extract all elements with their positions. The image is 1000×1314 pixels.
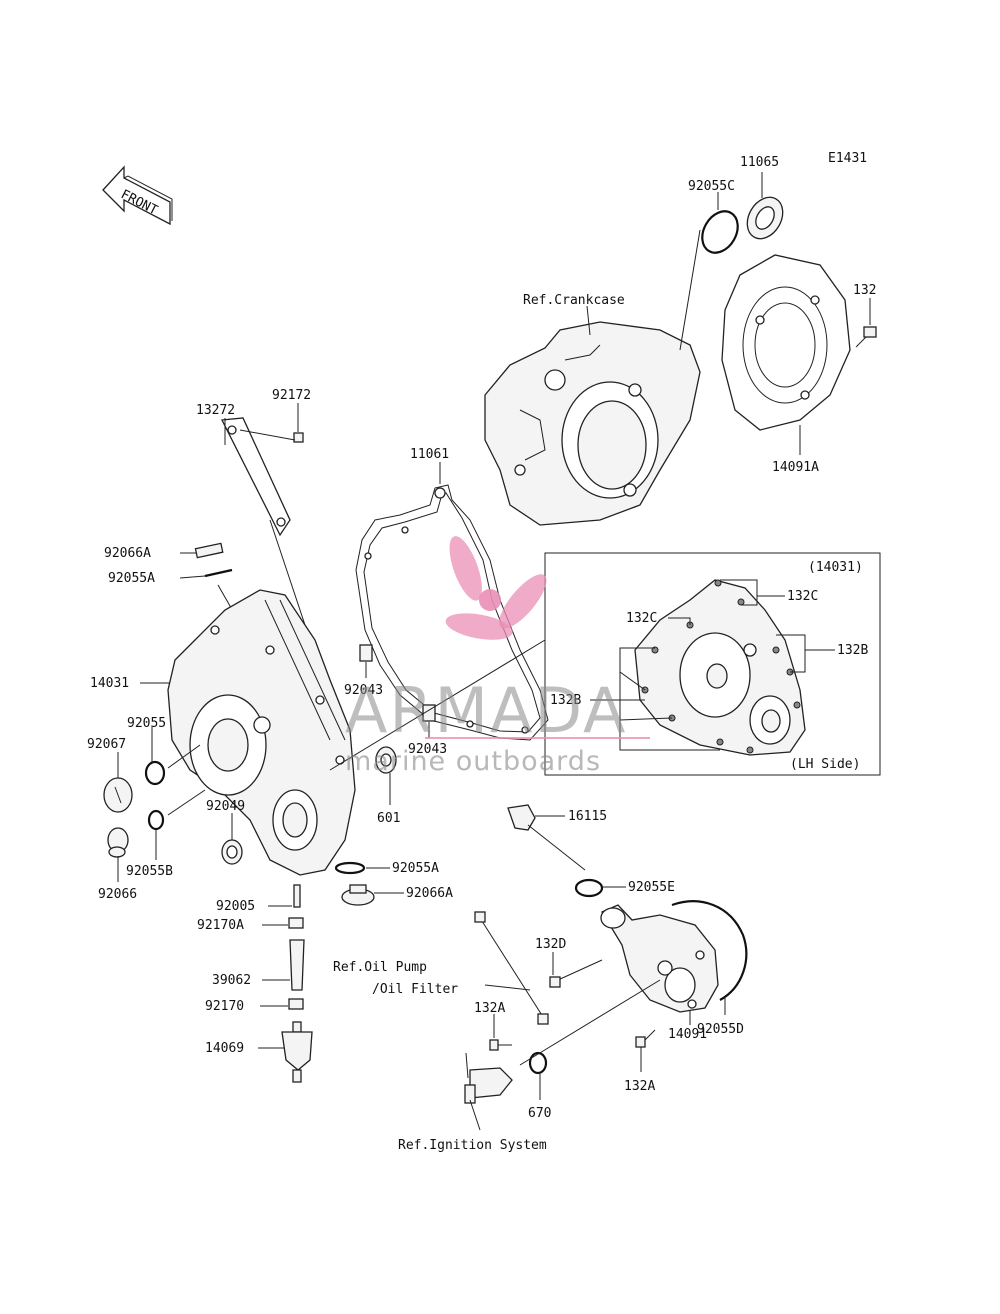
callout-92043-b: 92043 <box>408 742 447 757</box>
callout-92066A-top: 92066A <box>104 546 151 561</box>
o-ring-92055C <box>701 210 739 254</box>
callout-132D: 132D <box>535 937 566 952</box>
clamp-92170A <box>288 917 304 929</box>
callout-132A-right: 132A <box>624 1079 655 1094</box>
callout-132: 132 <box>853 283 876 298</box>
oil-seal-92049 <box>221 839 243 865</box>
callout-14031: 14031 <box>90 676 129 691</box>
inset-cover-lh-side <box>634 579 806 756</box>
callout-39062: 39062 <box>212 973 251 988</box>
callout-132C-b: 132C <box>626 611 657 626</box>
plug-92066 <box>107 827 129 858</box>
bolt-132 <box>855 326 877 348</box>
inset-title: (14031) <box>808 560 863 575</box>
cap-92067 <box>103 777 133 813</box>
oil-pump-rod <box>474 911 549 1025</box>
diagram-code: E1431 <box>828 151 867 166</box>
callout-92049: 92049 <box>206 799 245 814</box>
watermark-tagline: marine outboards <box>345 746 601 777</box>
callout-92067: 92067 <box>87 737 126 752</box>
dipstick-16115 <box>507 804 586 871</box>
generator-cover-14031 <box>167 589 356 876</box>
front-arrow-icon: FRONT <box>102 165 173 226</box>
bolt-132A-left <box>489 1039 512 1051</box>
bolt-132A-right <box>635 1029 656 1048</box>
crankcase-ref-part <box>484 321 701 526</box>
inset-side-label: (LH Side) <box>790 757 860 772</box>
callout-132B-b: 132B <box>550 693 581 708</box>
bearing-601 <box>375 746 397 774</box>
callout-92055: 92055 <box>127 716 166 731</box>
oil-pump-ref-line1: Ref.Oil Pump <box>333 960 427 975</box>
callout-92066A-bottom: 92066A <box>406 886 453 901</box>
callout-14069: 14069 <box>205 1041 244 1056</box>
callout-16115: 16115 <box>568 809 607 824</box>
callout-92172: 92172 <box>272 388 311 403</box>
o-ring-92055B <box>147 809 165 831</box>
o-ring-92055E <box>574 878 604 898</box>
callout-92055C: 92055C <box>688 179 735 194</box>
pin-92005 <box>293 884 301 908</box>
callout-132A-left: 132A <box>474 1001 505 1016</box>
guide-plate-13272 <box>220 417 291 537</box>
crankcase-leader <box>586 305 591 336</box>
cover-14091 <box>600 904 719 1013</box>
dowel-92043-b <box>422 704 436 722</box>
plug-92066A-top <box>194 542 224 559</box>
dowel-92043-a <box>359 644 373 662</box>
callout-11061: 11061 <box>410 447 449 462</box>
plug-92066A-bottom <box>341 884 375 906</box>
ignition-ref-label: Ref.Ignition System <box>398 1138 547 1153</box>
watermark-logo: ARMADA marine outboards <box>345 536 650 777</box>
callout-14091A: 14091A <box>772 460 819 475</box>
callout-92005: 92005 <box>216 899 255 914</box>
callout-601: 601 <box>377 811 400 826</box>
callout-13272: 13272 <box>196 403 235 418</box>
o-ring-670 <box>528 1051 548 1075</box>
ignition-sensor <box>464 1052 513 1104</box>
cover-plate-14091A <box>721 254 851 431</box>
callout-92170A: 92170A <box>197 918 244 933</box>
oil-pump-ref-line2: /Oil Filter <box>372 982 458 997</box>
crankcase-ref-label: Ref.Crankcase <box>523 293 625 308</box>
callout-132C-a: 132C <box>787 589 818 604</box>
callout-132B-a: 132B <box>837 643 868 658</box>
callout-92043-a: 92043 <box>344 683 383 698</box>
bolt-132D <box>549 959 603 988</box>
callout-11065: 11065 <box>740 155 779 170</box>
o-ring-92055A-bottom <box>334 861 366 875</box>
callout-92055B: 92055B <box>126 864 173 879</box>
o-ring-92055A-top <box>204 568 233 578</box>
o-ring-92055D <box>671 900 748 1001</box>
callout-14091: 14091 <box>668 1027 707 1042</box>
oil-seal-11065 <box>746 196 784 240</box>
callout-92055A-top: 92055A <box>108 571 155 586</box>
breather-14069 <box>281 1021 313 1083</box>
callout-92055A-bottom: 92055A <box>392 861 439 876</box>
inset-frame <box>544 552 881 776</box>
o-ring-92055 <box>144 760 166 786</box>
callout-92066: 92066 <box>98 887 137 902</box>
callout-92055E: 92055E <box>628 880 675 895</box>
hose-39062 <box>289 939 305 991</box>
callout-92055D: 92055D <box>697 1022 744 1037</box>
watermark-brand: ARMADA <box>345 674 627 747</box>
callout-92170: 92170 <box>205 999 244 1014</box>
clamp-92170 <box>288 998 304 1010</box>
callout-670: 670 <box>528 1106 551 1121</box>
bolt-92172 <box>293 432 304 443</box>
